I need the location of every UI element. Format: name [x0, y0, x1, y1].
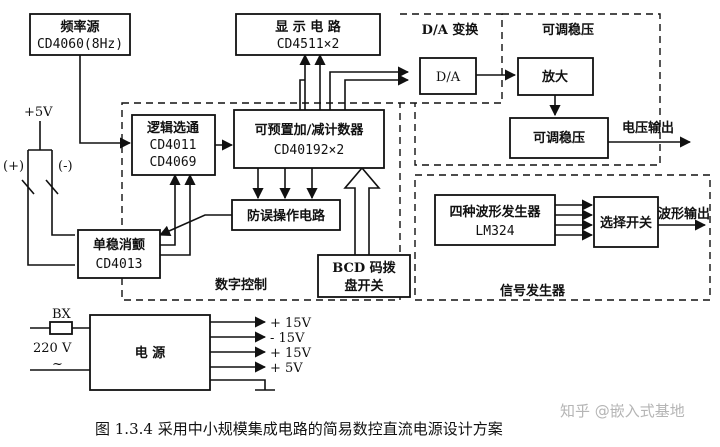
logic-chip-2: CD4069 — [150, 155, 197, 170]
wave-gen-title: 四种波形发生器 — [449, 204, 541, 220]
regulator-label: 可调稳压 — [533, 130, 585, 146]
power-supply-label: 电 源 — [135, 345, 166, 361]
watermark: 知乎 @嵌入式基地 — [560, 402, 685, 420]
signal-generator-region — [414, 174, 711, 301]
block-bcd-switch: BCD 码拨 盘开关 — [317, 254, 411, 298]
bcd-line-2: 盘开关 — [344, 278, 383, 294]
anti-error-label: 防误操作电路 — [247, 208, 326, 224]
display-chip: CD4511×2 — [277, 37, 340, 52]
voltage-output-label: 电压输出 — [622, 120, 674, 136]
block-regulator: 可调稳压 — [509, 117, 609, 159]
rail-1: + 15V — [270, 316, 312, 331]
rail-4: + 5V — [270, 361, 303, 376]
block-logic-gate: 逻辑选通 CD4011 CD4069 — [131, 114, 216, 176]
digital-control-label: 数字控制 — [215, 277, 267, 293]
wires — [21, 53, 707, 391]
bcd-line-1: BCD 码拨 — [332, 260, 396, 276]
counter-chip: CD40192×2 — [274, 143, 344, 158]
block-selector: 选择开关 — [593, 196, 659, 248]
vcc-label: +5V — [24, 105, 53, 120]
block-debounce: 单稳消颤 CD4013 — [77, 229, 161, 279]
da-label: D/A — [436, 70, 461, 85]
wave-output-label: 波形输出 — [658, 206, 710, 222]
fuse-label: BX — [52, 307, 72, 322]
da-region — [400, 13, 503, 104]
block-freq-source: 频率源 CD4060(8Hz) — [29, 13, 131, 56]
rail-3: + 15V — [270, 346, 312, 361]
block-wave-generator: 四种波形发生器 LM324 — [434, 194, 556, 246]
debounce-chip: CD4013 — [96, 257, 143, 272]
display-title: 显 示 电 路 — [275, 19, 342, 35]
logic-title: 逻辑选通 — [147, 120, 199, 136]
freq-source-chip: CD4060(8Hz) — [37, 37, 123, 52]
debounce-title: 单稳消颤 — [93, 237, 145, 253]
logic-chip-1: CD4011 — [150, 138, 197, 153]
block-anti-error: 防误操作电路 — [231, 199, 341, 231]
selector-label: 选择开关 — [600, 215, 652, 231]
wave-gen-chip: LM324 — [475, 224, 514, 239]
adj-region-title: 可调稳压 — [542, 22, 594, 38]
block-power-supply: 电 源 — [89, 314, 211, 391]
amplifier-label: 放大 — [541, 69, 568, 85]
counter-title: 可预置加/减计数器 — [255, 122, 365, 138]
da-region-title: D/A 变换 — [422, 22, 480, 38]
ac-input-label: 220 V — [33, 341, 72, 356]
block-counter: 可预置加/减计数器 CD40192×2 — [233, 109, 385, 169]
block-da: D/A — [419, 57, 477, 95]
plus-key-label: (+) — [3, 159, 24, 174]
figure-caption: 图 1.3.4 采用中小规模集成电路的简易数控直流电源设计方案 — [95, 420, 503, 438]
block-display: 显 示 电 路 CD4511×2 — [235, 13, 381, 56]
signal-generator-label: 信号发生器 — [500, 283, 566, 299]
ac-symbol: ~ — [52, 357, 63, 372]
minus-key-label: (-) — [58, 159, 73, 174]
rail-2: - 15V — [270, 331, 305, 346]
freq-source-title: 频率源 — [60, 19, 99, 35]
block-amplifier: 放大 — [517, 57, 594, 96]
